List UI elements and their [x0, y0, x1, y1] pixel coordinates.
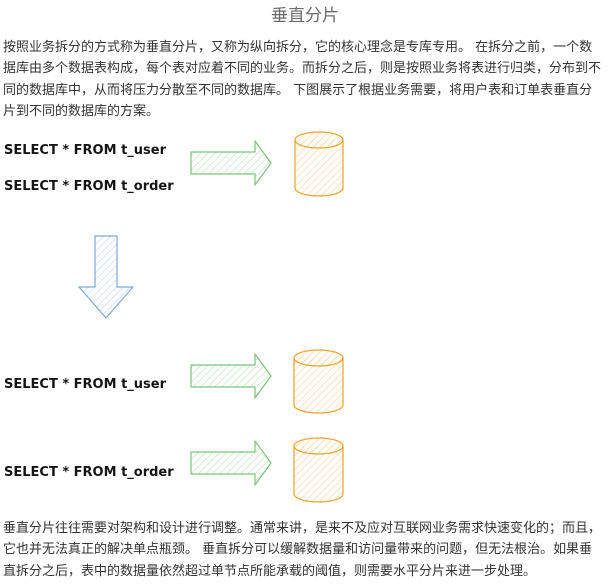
database-body	[294, 140, 344, 197]
arrow-down-icon	[78, 235, 134, 319]
arrow-right-icon	[190, 140, 272, 186]
conclusion-paragraph: 垂直分片往往需要对架构和设计进行调整。通常来讲，是来不及应对互联网业务需求快速变…	[3, 518, 607, 582]
sql-query-user: SELECT * FROM t_user	[4, 377, 167, 392]
arrow-right-icon	[190, 353, 272, 399]
sql-query-order: SELECT * FROM t_order	[4, 465, 174, 480]
before-group: SELECT * FROM t_user SELECT * FROM t_ord…	[4, 131, 344, 197]
after-order-group: SELECT * FROM t_order	[4, 437, 344, 503]
intro-line: 同的数据库中，从而将压力分散至不同的数据库。 下图展示了根据业务需要，将用户表和…	[3, 82, 593, 98]
intro-paragraph: 按照业务拆分的方式称为垂直分片，又称为纵向拆分，它的核心理念是专库专用。 在拆分…	[3, 37, 607, 123]
conclusion-line: 直拆分之后，表中的数据量依然超过单节点所能承载的阈值，则需要水平分片来进一步处理…	[3, 563, 537, 579]
after-user-group: SELECT * FROM t_user	[4, 349, 344, 414]
sql-query-user: SELECT * FROM t_user	[4, 143, 167, 158]
intro-line: 按照业务拆分的方式称为垂直分片，又称为纵向拆分，它的核心理念是专库专用。 在拆分…	[3, 40, 593, 55]
database-top	[294, 131, 344, 149]
arrow-right-icon	[190, 440, 272, 486]
database-body	[293, 446, 344, 503]
conclusion-line: 它也并无法真正的解决单点瓶颈。 垂直拆分可以缓解数据量和访问量带来的问题，但无法…	[3, 542, 593, 558]
conclusion-line: 垂直分片往往需要对架构和设计进行调整。通常来讲，是来不及应对互联网业务需求快速变…	[3, 521, 602, 536]
intro-line: 片到不同的数据库的方案。	[3, 104, 160, 120]
database-top	[293, 437, 344, 455]
database-cylinder-icon	[293, 437, 344, 503]
sql-query-order: SELECT * FROM t_order	[4, 179, 174, 194]
database-cylinder-icon	[294, 131, 344, 197]
database-body	[293, 358, 344, 414]
database-cylinder-icon	[293, 349, 344, 414]
database-top	[293, 349, 344, 367]
intro-line: 据库由多个数据表构成，每个表对应着不同的业务。而拆分之后，则是按照业务将表进行归…	[3, 61, 602, 77]
page-title: 垂直分片	[271, 6, 339, 26]
